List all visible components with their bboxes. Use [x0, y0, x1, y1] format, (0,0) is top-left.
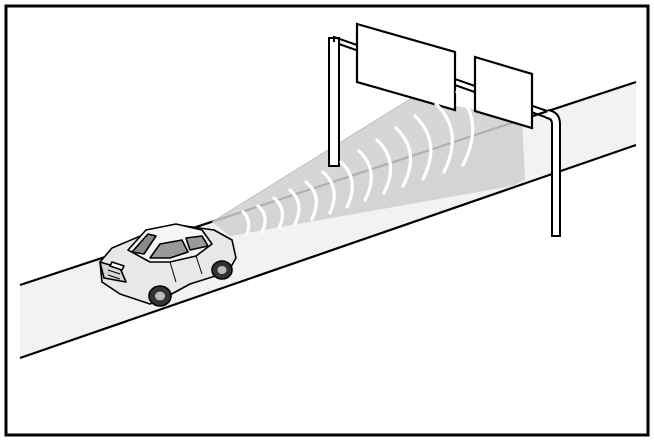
- sign-panel-right: [473, 55, 534, 130]
- sign-panel-left: [355, 22, 457, 112]
- radar-waves: [241, 90, 475, 236]
- car-headlight: [109, 261, 125, 271]
- car-window-rear: [185, 235, 209, 251]
- gantry-post-right: [545, 109, 561, 237]
- car-windshield: [131, 233, 157, 255]
- gantry-post-left: [328, 37, 340, 167]
- sign-gantry: [328, 22, 561, 237]
- car-window-side: [149, 239, 189, 259]
- car: [99, 223, 237, 307]
